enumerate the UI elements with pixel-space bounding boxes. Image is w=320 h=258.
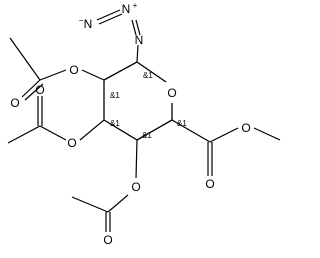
- bond-c1-n-wedge: [136, 44, 139, 63]
- molecule-structure: N − N + N O O O O O O O O O &1 &1 &1 &1 …: [7, 1, 281, 247]
- bond-cacyl-ch3: [9, 37, 41, 81]
- atom-o-acetoxy-c3: O: [67, 136, 76, 150]
- stereo-c4: &1: [142, 131, 152, 140]
- bond-c5-cester: [171, 119, 211, 143]
- bond-n-n-a: [131, 19, 137, 36]
- atom-labels: N − N + N O O O O O O O O O: [10, 1, 250, 247]
- bond-n-n-c: [96, 9, 121, 21]
- bond-c4-o: [135, 139, 138, 179]
- bond-cacyl-o-double-b: [24, 83, 44, 101]
- bond-c4-c5: [136, 119, 173, 141]
- methyl-ester-c5: [171, 119, 281, 176]
- stereo-labels: &1 &1 &1 &1 &1: [110, 71, 187, 140]
- bond-c3-o: [79, 119, 105, 141]
- bond-o-cacyl: [39, 125, 67, 141]
- bond-n-n-d: [98, 13, 123, 25]
- atom-o-carbonyl-c2: O: [10, 96, 19, 110]
- bond-cacyl-ch3: [71, 196, 109, 213]
- acetoxy-c2: [9, 37, 105, 101]
- stereo-c2: &1: [110, 91, 120, 100]
- bond-cester-o: [209, 127, 239, 143]
- acetoxy-c4: [71, 139, 138, 232]
- stereo-c5: &1: [177, 119, 187, 128]
- bond-o-cacyl: [107, 194, 129, 213]
- atom-o-carbonyl-c3: O: [35, 83, 44, 97]
- bond-oring-c1: [136, 61, 167, 83]
- bond-o-ch3: [253, 127, 281, 141]
- stereo-c3: &1: [110, 119, 120, 128]
- atom-n-terminal: N: [84, 17, 93, 31]
- atom-o-carbonyl-c4: O: [103, 233, 112, 247]
- bond-c1-c2: [103, 61, 138, 81]
- stereo-c1: &1: [143, 71, 153, 80]
- bond-cacyl-ch3: [7, 125, 41, 144]
- atom-n-middle: N: [122, 2, 131, 16]
- atom-o-acetoxy-c2: O: [69, 63, 78, 77]
- bond-n-n-b: [135, 19, 141, 36]
- bond-o-cacyl: [39, 69, 67, 81]
- azide-group: [96, 9, 141, 63]
- charge-n-terminal: −: [79, 16, 84, 25]
- bond-c3-c4: [103, 119, 138, 141]
- atom-o-acetoxy-c4: O: [131, 180, 140, 194]
- ring-bonds: [103, 61, 173, 141]
- bond-cacyl-o-double-a: [21, 79, 41, 98]
- atom-n-attached: N: [135, 33, 144, 47]
- atom-o-ester-carbonyl: O: [205, 177, 214, 191]
- bond-c2-o: [81, 69, 105, 81]
- atom-o-ring: O: [167, 86, 176, 100]
- acetoxy-c3: [7, 96, 105, 144]
- charge-n-middle: +: [133, 1, 138, 10]
- atom-o-ester-methoxy: O: [241, 121, 250, 135]
